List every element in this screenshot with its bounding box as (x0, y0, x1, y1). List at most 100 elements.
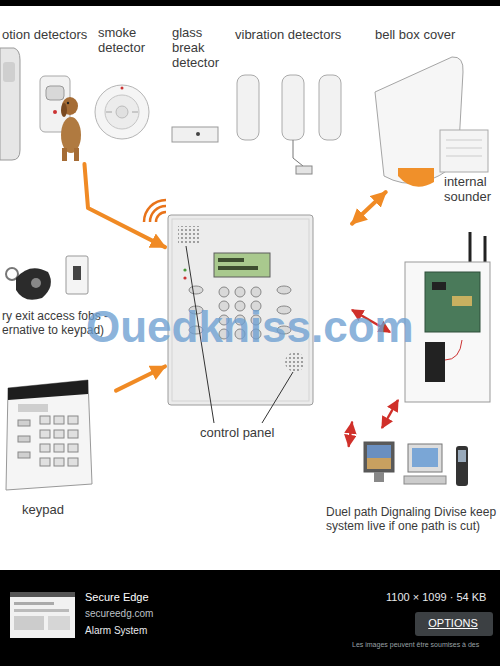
thumbnail (10, 592, 75, 638)
communicator-icon (469, 232, 472, 262)
motion-detector-icon (46, 86, 64, 100)
keypad-icon (18, 436, 30, 442)
control-panel-icon (214, 253, 270, 277)
wireless-signal (150, 206, 166, 222)
vibration-detector-icon (293, 140, 303, 166)
keypad-icon (8, 380, 88, 400)
source-url: secureedg.com (85, 608, 153, 619)
leader-line (262, 372, 293, 423)
device-group: smoke detector (96, 24, 156, 140)
device-group: bell box cover (370, 26, 475, 192)
device-group: otion detectors (2, 26, 99, 164)
control-panel-icon (219, 287, 229, 297)
signal-arrow (349, 423, 352, 446)
smoke-detector-icon (132, 111, 138, 113)
dual-path-devices (412, 448, 438, 467)
control-panel-icon (285, 352, 305, 372)
top-bar (0, 0, 500, 6)
fob-icon (73, 266, 81, 280)
dual-path-devices (458, 450, 466, 462)
keypad-icon (40, 458, 50, 466)
glass-break-detector-icon (172, 127, 218, 142)
label-anchor: Secure Edge (85, 591, 149, 603)
communicator-icon (445, 340, 462, 360)
node-label: vibration detectors (235, 28, 366, 43)
dual-path-devices (374, 472, 384, 482)
wireless-signal (156, 212, 166, 222)
thumbnail (14, 616, 44, 630)
thumbnail (14, 602, 54, 605)
keypad-icon (68, 444, 78, 452)
bottom-bar (0, 570, 500, 666)
keypad-icon (54, 458, 64, 466)
keypad-icon (54, 430, 64, 438)
thumbnail (48, 616, 70, 630)
control-panel-icon (235, 287, 245, 297)
vibration-detector-icon (282, 75, 304, 140)
control-panel-icon (218, 266, 258, 270)
smoke-detector-icon (121, 87, 124, 90)
fob-icon (6, 256, 88, 300)
bell-box-icon (398, 168, 434, 187)
signal-arrow (352, 192, 386, 224)
dual-path-devices (364, 442, 394, 472)
keypad-icon (68, 430, 78, 438)
copyright-note: Les images peuvent être soumises à des (352, 641, 479, 648)
communicator-icon (405, 262, 490, 402)
node-label: bell box cover (375, 28, 480, 43)
device-group: vibration detectors (234, 26, 365, 176)
label-anchor: secureedg.com (85, 608, 153, 619)
keypad-icon (18, 404, 48, 412)
dog-figure (62, 148, 67, 161)
control-panel-icon (178, 226, 200, 244)
control-panel-icon (189, 286, 203, 294)
node-label: glass break detector (172, 26, 226, 71)
signal-arrow (84, 164, 165, 247)
glass-break-detector-icon (172, 127, 218, 142)
dog-figure (61, 103, 67, 117)
smoke-detector-icon (95, 85, 149, 139)
options-button: OPTIONS (415, 612, 493, 636)
keypad-icon (18, 452, 30, 458)
label-anchor: 1100 × 1099 · 54 KB (386, 591, 486, 603)
device-group: internal sounder (438, 128, 498, 212)
device-group: keypad (4, 376, 116, 522)
internal-sounder-icon (440, 130, 488, 172)
dual-path-devices (456, 446, 468, 486)
keypad-icon (18, 420, 30, 426)
control-panel-icon (183, 276, 186, 279)
communicator-icon (405, 232, 490, 402)
dog-figure (61, 117, 81, 153)
node-label: control panel (200, 426, 387, 441)
vibration-detector-icon (237, 75, 259, 140)
label-anchor: Les images peuvent être soumises à des (352, 641, 479, 648)
communicator-icon (432, 282, 446, 290)
node-label: keypad (22, 503, 134, 518)
control-panel-icon (218, 258, 244, 262)
dual-path-devices (404, 476, 446, 484)
label-anchor: Alarm System (85, 625, 147, 636)
thumbnail (14, 609, 69, 612)
wireless-signal (144, 200, 166, 222)
node-label: otion detectors (2, 28, 99, 43)
fob-icon (31, 278, 41, 288)
communicator-icon (452, 296, 472, 306)
keypad-icon (54, 444, 64, 452)
signal-arrow (116, 366, 165, 390)
communicator-icon (484, 236, 487, 262)
keypad-icon (68, 416, 78, 424)
thumbnail (10, 592, 75, 597)
node-label: internal sounder (444, 175, 496, 205)
vibration-detector-icon (237, 75, 341, 174)
dual-path-devices (367, 458, 391, 469)
keypad-icon (6, 380, 92, 490)
keypad-icon (40, 430, 50, 438)
keypad-icon (6, 380, 92, 490)
image-size: 1100 × 1099 · 54 KB (386, 591, 486, 603)
dual-path-devices (367, 445, 391, 469)
smoke-detector-icon (116, 106, 128, 118)
smoke-detector-icon (106, 111, 112, 113)
dog-figure (67, 102, 69, 104)
